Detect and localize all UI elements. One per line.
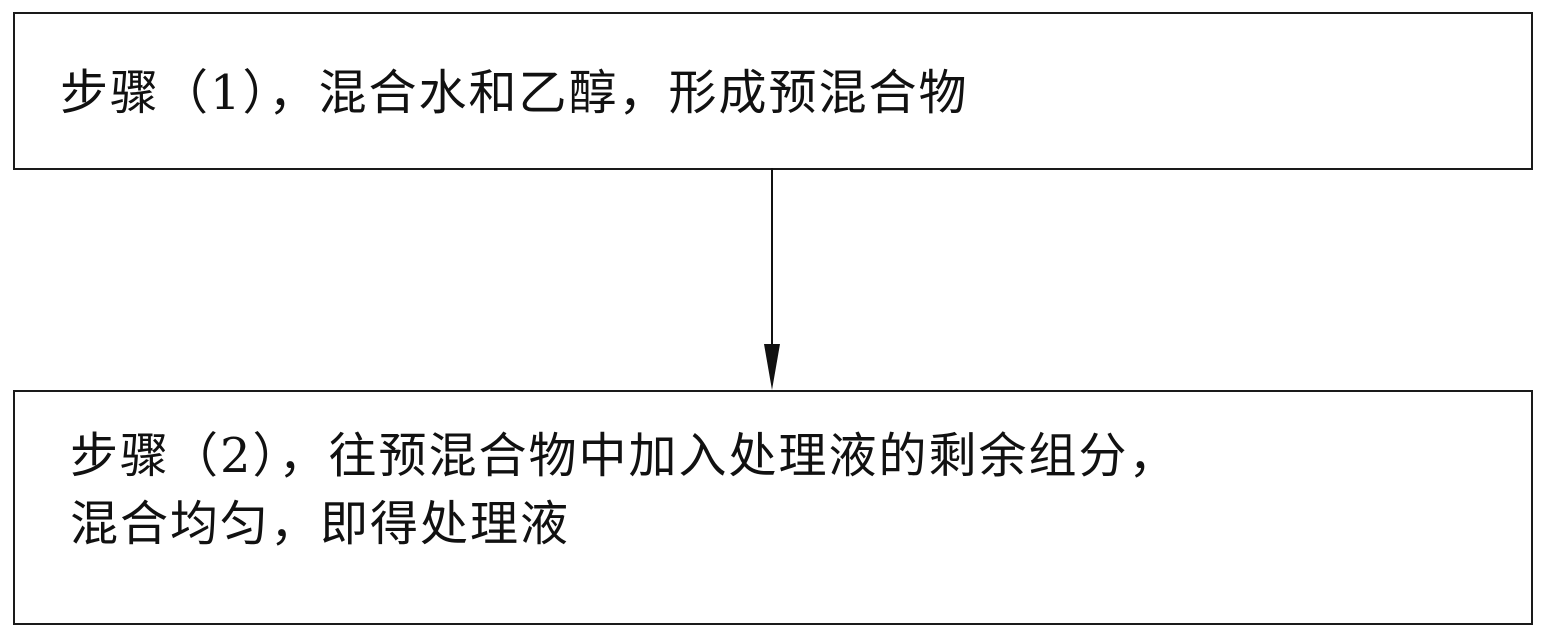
step-1-box: 步骤（1），混合水和乙醇，形成预混合物 [13, 12, 1533, 170]
step-2-line-1: 步骤（2），往预混合物中加入处理液的剩余组分， [70, 428, 1179, 484]
step-2-box: 步骤（2），往预混合物中加入处理液的剩余组分， 混合均匀，即得处理液 [13, 390, 1533, 625]
step-2-text: 步骤（2），往预混合物中加入处理液的剩余组分， 混合均匀，即得处理液 [70, 422, 1179, 558]
step-1-text: 步骤（1），混合水和乙醇，形成预混合物 [60, 65, 969, 121]
step-2-line-2: 混合均匀，即得处理液 [70, 496, 571, 552]
flow-arrow [764, 168, 780, 390]
flow-arrow-head-icon [764, 344, 780, 390]
